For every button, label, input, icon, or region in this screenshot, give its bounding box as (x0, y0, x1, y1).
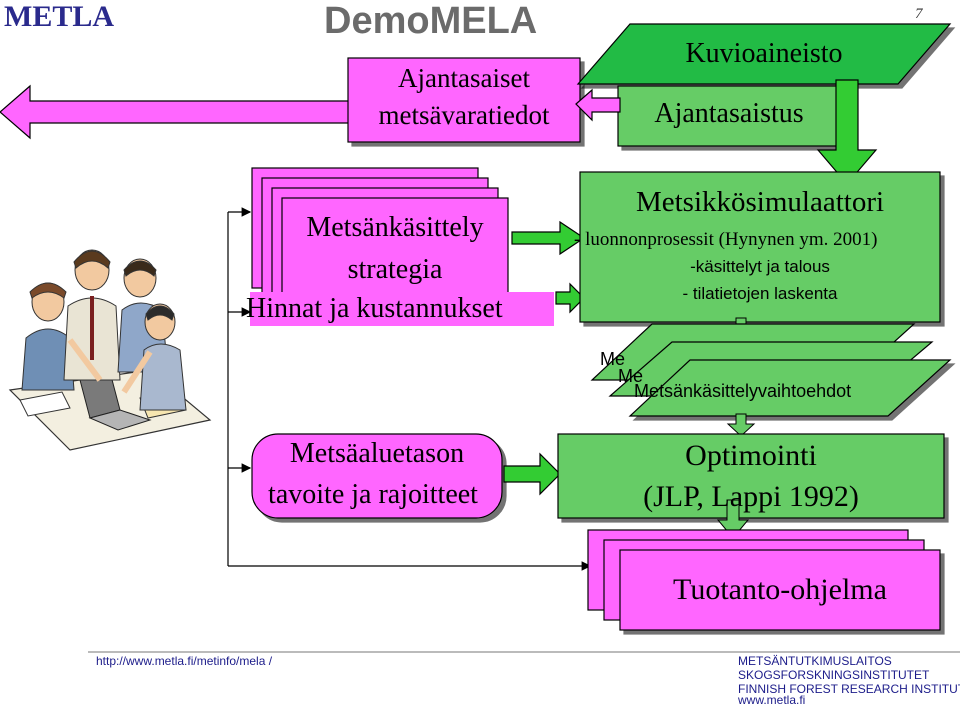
kuvioaineisto-node (576, 23, 952, 85)
production-label: Tuotanto-ohjelma (673, 573, 887, 606)
current-data-label-1: Ajantasaiset (398, 63, 530, 93)
strategy-label-1: Metsänkäsittely (306, 212, 484, 243)
people-at-laptop-illustration (8, 249, 212, 451)
ajantasaistus-label: Ajantasaistus (654, 98, 804, 129)
prices-to-simulator-arrow (555, 282, 585, 314)
ajantasaistus-node (617, 85, 841, 147)
optimization-label-1: Optimointi (685, 439, 817, 472)
simulator-title: Metsikkösimulaattori (635, 186, 885, 218)
strategy-to-simulator-arrow (511, 220, 586, 256)
simulator-line-1: - luonnonprosessit (Hynynen ym. 2001) (574, 229, 878, 250)
kuvioaineisto-label: Kuvioaineisto (685, 38, 843, 69)
prices-node (250, 292, 554, 326)
optimization-node (557, 433, 945, 519)
update-arrow (575, 88, 621, 122)
footer-org-line-1: METSÄNTUTKIMUSLAITOS (738, 654, 892, 668)
simulator-node (579, 171, 941, 323)
alternatives-to-optimization-arrow (726, 413, 756, 437)
footer-org-line-2: SKOGSFORSKNINGSINSTITUTET (738, 668, 930, 682)
strategy-label-2: strategia (347, 254, 443, 285)
metla-logo: METLA (4, 0, 115, 33)
goals-label-2: tavoite ja rajoitteet (268, 479, 478, 510)
page-number: 7 (915, 6, 923, 22)
page-title: DemoMELA (324, 0, 538, 42)
alternatives-back-label-1: Me (600, 349, 626, 369)
connector-lines (227, 207, 592, 571)
simulator-line-2: -käsittelyt ja talous (690, 257, 830, 276)
goals-to-optimization-arrow (503, 452, 561, 496)
data-to-simulator-arrow (816, 79, 878, 185)
current-data-node (0, 57, 581, 143)
simulator-line-3: - tilatietojen laskenta (682, 284, 838, 303)
alternatives-label: Metsänkäsittelyvaihtoehdot (634, 381, 852, 401)
prices-label: Hinnat ja kustannukset (246, 293, 503, 324)
current-data-label-2: metsävaratiedot (378, 100, 550, 130)
footer-org-line-4: www.metla.fi (738, 693, 806, 707)
alternatives-back-label-2: Me (618, 366, 644, 386)
footer-org-line-3: FINNISH FOREST RESEARCH INSTITUTE (738, 682, 960, 696)
footer-url: http://www.metla.fi/metinfo/mela / (96, 654, 273, 668)
optimization-label-2: (JLP, Lappi 1992) (643, 480, 859, 513)
optimization-to-production-arrow (716, 499, 750, 539)
goals-node (251, 433, 503, 519)
production-stack (587, 529, 941, 631)
goals-label-1: Metsäaluetason (289, 438, 465, 469)
alternatives-stack (590, 323, 952, 417)
